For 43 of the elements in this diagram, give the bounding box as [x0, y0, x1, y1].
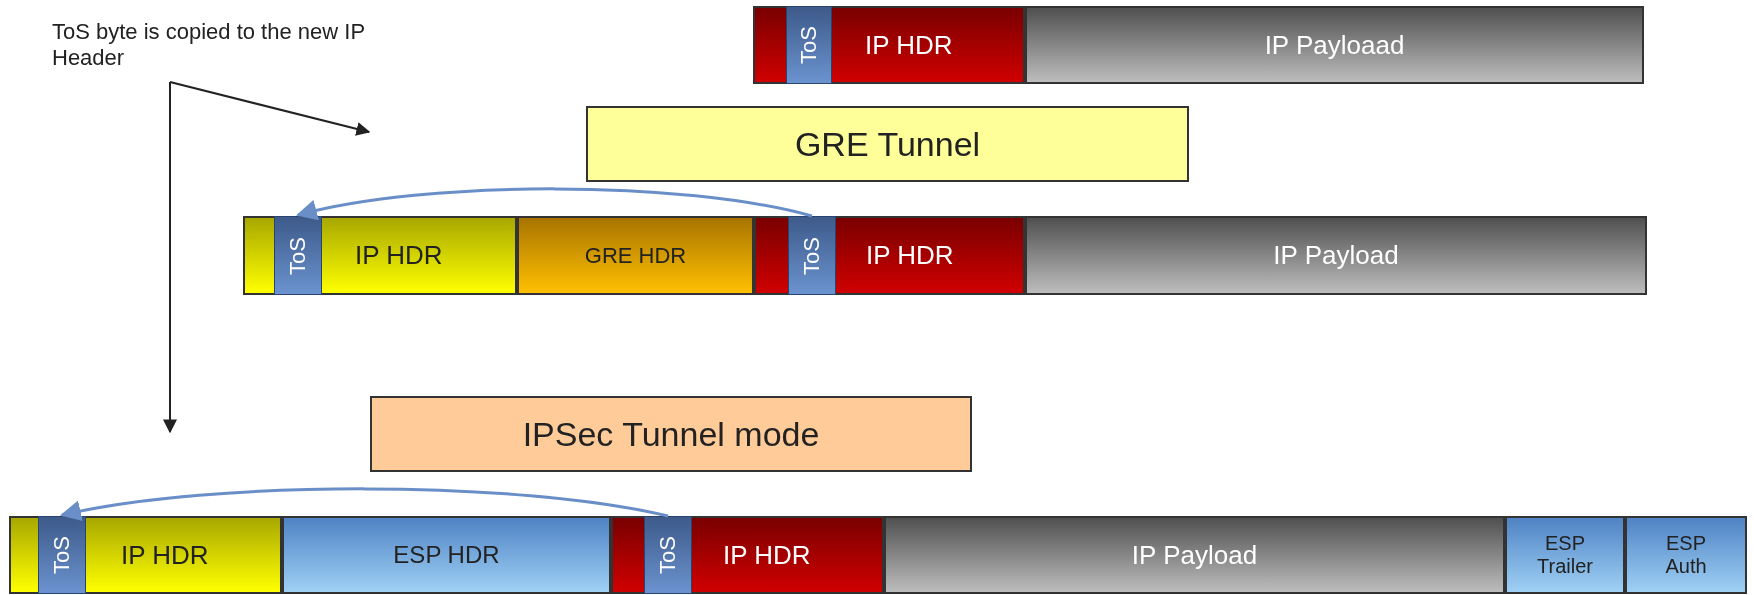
field-label: ESP Auth	[1664, 532, 1708, 578]
header-field	[754, 216, 1025, 295]
payload-field	[1025, 216, 1647, 295]
field-label: IP HDR	[121, 539, 209, 571]
header-field	[282, 516, 611, 594]
field-label: ToS	[796, 26, 822, 64]
header-field	[753, 6, 1025, 84]
tos-field	[274, 216, 322, 295]
field-label: ToS	[285, 236, 311, 275]
tos-field	[786, 6, 832, 84]
tos-field	[644, 516, 692, 594]
payload-field	[884, 516, 1505, 594]
tunnel-box	[370, 396, 972, 472]
copy-arrow	[295, 187, 813, 221]
trailer-field	[1505, 516, 1625, 594]
field-label: GRE Tunnel	[794, 124, 981, 164]
trailer-field	[1625, 516, 1747, 594]
tos-field	[38, 516, 86, 594]
field-label: IP Payload	[1273, 240, 1399, 271]
field-label: GRE HDR	[583, 242, 688, 269]
field-label: IP HDR	[865, 29, 953, 61]
tos-field	[788, 216, 836, 295]
field-label: ESP HDR	[393, 541, 500, 569]
field-label: IP HDR	[355, 240, 443, 271]
field-label: ESP Trailer	[1536, 532, 1594, 578]
field-label: IP Payloaad	[1264, 29, 1405, 61]
leader-line	[163, 81, 177, 434]
header-field	[243, 216, 517, 295]
copy-arrow	[59, 487, 669, 522]
header-field	[611, 516, 884, 594]
field-label: IPSec Tunnel mode	[522, 414, 820, 454]
field-label: IP Payload	[1131, 539, 1258, 571]
payload-field	[1025, 6, 1644, 84]
field-label: IP HDR	[723, 539, 811, 571]
tunnel-box	[586, 106, 1189, 182]
header-field	[9, 516, 282, 594]
leader-line	[169, 81, 371, 136]
field-label: ToS	[655, 536, 681, 574]
field-label: IP HDR	[866, 240, 954, 271]
note-text: ToS byte is copied to the new IP Header	[52, 19, 366, 71]
field-label: ToS	[799, 236, 825, 275]
header-field	[517, 216, 754, 295]
field-label: ToS	[49, 536, 75, 574]
